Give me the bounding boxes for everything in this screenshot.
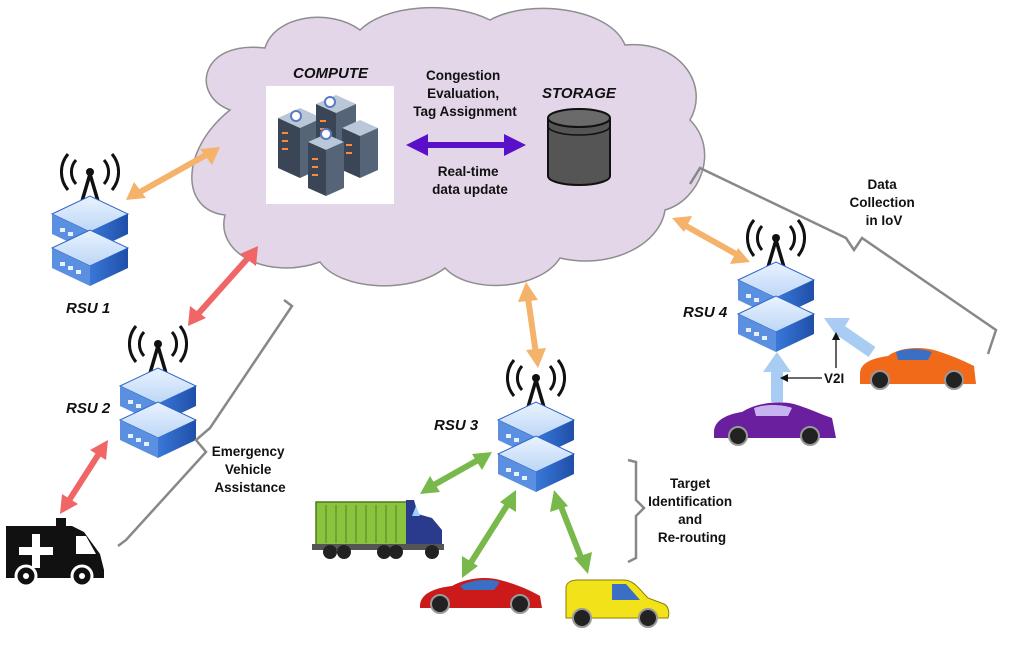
antenna-tower-icon xyxy=(736,218,816,354)
rsu3-cloud-arrow xyxy=(518,282,546,368)
rsu-3-label: RSU 3 xyxy=(434,417,479,434)
v2i-pointers xyxy=(780,332,840,382)
data-collection-brace xyxy=(688,166,998,355)
process-line-2: Evaluation, xyxy=(427,86,499,101)
compute-server xyxy=(266,86,394,204)
update-line-2: data update xyxy=(432,182,508,197)
rsu-4 xyxy=(736,218,816,354)
emergency-line-2: Vehicle xyxy=(225,462,272,477)
rsu-2-label: RSU 2 xyxy=(66,400,111,417)
car-icon xyxy=(860,348,976,390)
update-line-1: Real-time xyxy=(438,164,499,179)
car-icon xyxy=(420,578,542,614)
emergency-brace xyxy=(117,299,294,547)
car-icon xyxy=(714,402,836,446)
target-brace xyxy=(627,458,646,564)
database-cylinder-icon xyxy=(547,108,611,186)
target-text: Target Identification and Re-routing xyxy=(648,476,736,545)
update-text: Real-time data update xyxy=(432,164,508,197)
rsu1-cloud-arrow xyxy=(126,147,220,200)
rsu-3 xyxy=(496,358,576,494)
rsu-1 xyxy=(50,152,130,288)
rsu-1-label: RSU 1 xyxy=(66,300,110,317)
rsu-2 xyxy=(118,324,198,460)
target-line-3: and xyxy=(678,512,702,527)
van-rsu3-arrow xyxy=(550,490,592,574)
ambulance-icon xyxy=(6,518,104,588)
target-line-4: Re-routing xyxy=(658,530,726,545)
target-line-2: Identification xyxy=(648,494,732,509)
antenna-tower-icon xyxy=(496,358,576,494)
truck-icon xyxy=(312,500,444,559)
data-collection-text: Data Collection in IoV xyxy=(849,177,918,228)
v2i-arrow-right xyxy=(824,318,876,357)
data-collection-line-2: Collection xyxy=(849,195,914,210)
data-collection-line-1: Data xyxy=(867,177,897,192)
rsu4-cloud-arrow xyxy=(672,216,750,264)
emergency-line-1: Emergency xyxy=(212,444,285,459)
truck-rsu3-arrow xyxy=(420,452,492,494)
rsu2-cloud-arrow xyxy=(188,246,258,326)
server-rack-icon xyxy=(278,95,378,196)
target-line-1: Target xyxy=(670,476,711,491)
antenna-tower-icon xyxy=(50,152,130,288)
van-icon xyxy=(565,579,670,628)
emergency-line-3: Assistance xyxy=(214,480,286,495)
antenna-tower-icon xyxy=(118,324,198,460)
process-line-3: Tag Assignment xyxy=(413,104,517,119)
compute-label: COMPUTE xyxy=(293,65,369,82)
process-line-1: Congestion xyxy=(426,68,500,83)
rsu-4-label: RSU 4 xyxy=(683,304,728,321)
compute-storage-arrow xyxy=(406,134,526,156)
v2i-label: V2I xyxy=(824,371,844,386)
storage-label: STORAGE xyxy=(542,85,617,102)
process-text: Congestion Evaluation, Tag Assignment xyxy=(413,68,517,119)
emergency-text: Emergency Vehicle Assistance xyxy=(212,444,289,495)
sportscar-rsu3-arrow xyxy=(462,490,516,578)
data-collection-line-3: in IoV xyxy=(866,213,903,228)
ambulance-rsu2-arrow xyxy=(60,440,108,514)
